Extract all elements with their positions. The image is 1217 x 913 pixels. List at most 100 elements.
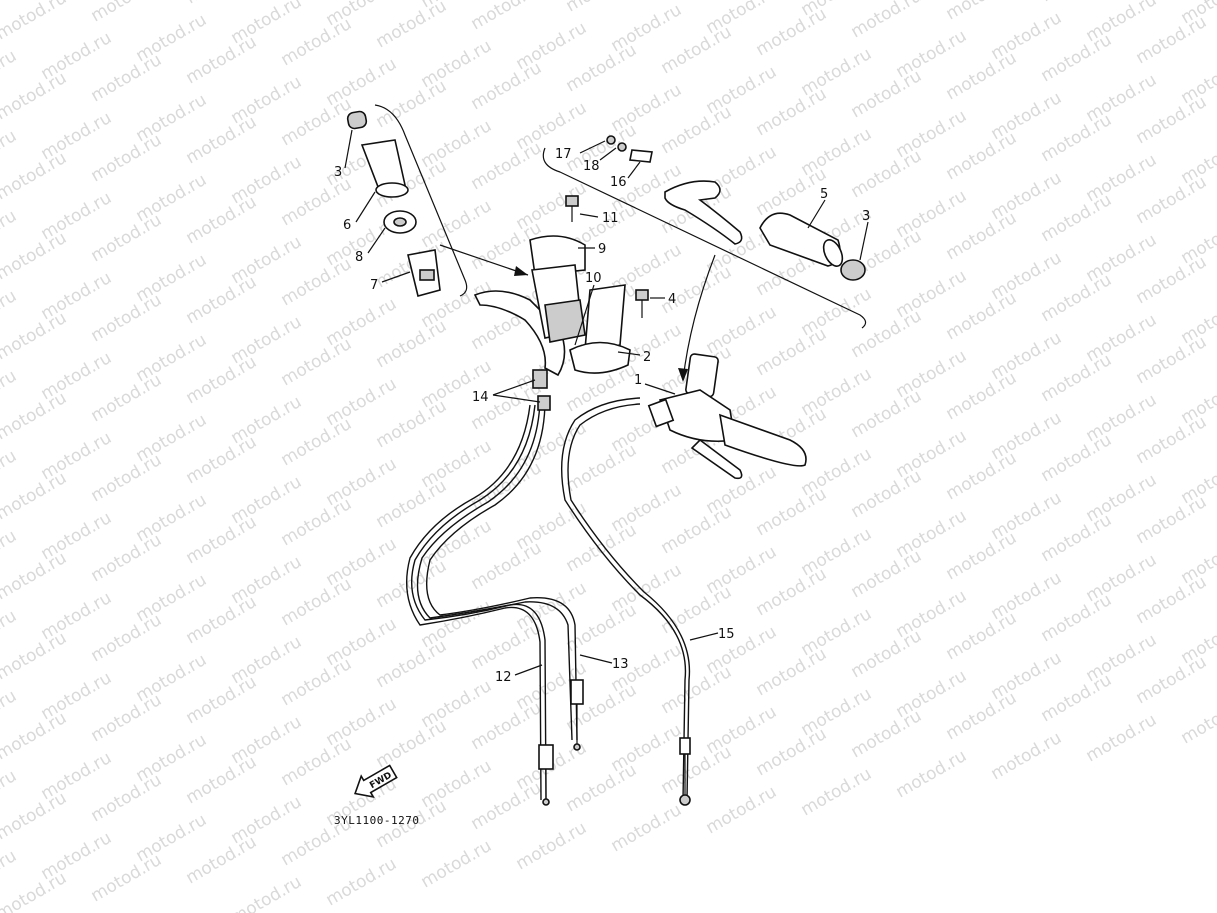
watermark-text: motod.ru	[848, 466, 926, 522]
watermark-text: motod.ru	[373, 316, 451, 372]
watermark-text: motod.ru	[1038, 430, 1116, 486]
bolt-4-part	[635, 289, 649, 318]
watermark-text: motod.ru	[658, 662, 736, 718]
watermark-text: motod.ru	[1133, 172, 1211, 228]
watermark-text: motod.ru	[88, 290, 166, 346]
watermark-text: motod.ru	[183, 352, 261, 408]
watermark-text: motod.ru	[943, 288, 1021, 344]
lever-holder-right-part	[658, 353, 807, 480]
watermark-text: motod.ru	[183, 112, 261, 168]
callout-15: 15	[718, 627, 735, 642]
washer-part	[383, 210, 417, 234]
callout-6: 6	[343, 218, 351, 233]
callout-3-right: 3	[862, 209, 870, 224]
callout-13: 13	[612, 657, 629, 672]
callout-8: 8	[355, 250, 363, 265]
callout-14: 14	[472, 390, 489, 405]
watermark-text: motod.ru	[468, 0, 546, 34]
watermark-text: motod.ru	[1038, 350, 1116, 406]
watermark-text: motod.ru	[658, 742, 736, 798]
watermark-text: motod.ru	[753, 4, 831, 60]
watermark-text: motod.ru	[88, 530, 166, 586]
callout-4: 4	[668, 292, 676, 307]
watermark-text: motod.ru	[0, 388, 70, 444]
watermark-text: motod.ru	[513, 818, 591, 874]
watermark-text: motod.ru	[88, 50, 166, 106]
watermark-text: motod.ru	[753, 724, 831, 780]
watermark-text: motod.ru	[0, 148, 70, 204]
watermark-text: motod.ru	[0, 628, 70, 684]
cable-15-inner	[567, 403, 691, 801]
watermark-text: motod.ru	[753, 324, 831, 380]
arrow-head-right	[678, 368, 688, 382]
watermark-text: motod.ru	[183, 32, 261, 88]
watermark-text: motod.ru	[468, 58, 546, 114]
watermark-text: motod.ru	[893, 746, 971, 802]
watermark-text: motod.ru	[183, 0, 261, 8]
watermark-text: motod.ru	[88, 850, 166, 906]
watermark-text: motod.ru	[1133, 652, 1211, 708]
watermark-text: motod.ru	[943, 368, 1021, 424]
pin-16-part	[629, 149, 653, 163]
watermark-text: motod.ru	[278, 494, 356, 550]
watermark-text: motod.ru	[943, 448, 1021, 504]
watermark-text: motod.ru	[848, 626, 926, 682]
watermark-text: motod.ru	[563, 120, 641, 176]
watermark-text: motod.ru	[563, 520, 641, 576]
watermark-text: motod.ru	[88, 0, 166, 26]
watermark-text: motod.ru	[468, 618, 546, 674]
watermark-text: motod.ru	[1133, 252, 1211, 308]
arrow-head-left	[514, 266, 528, 276]
diagram-code: 3YL1100-1270	[334, 814, 419, 827]
clutch-lever-part	[664, 180, 743, 245]
watermark-text: motod.ru	[703, 782, 781, 838]
pointer-arrow-left	[439, 244, 529, 276]
callout-18: 18	[583, 159, 600, 174]
callout-11: 11	[602, 211, 619, 226]
watermark-text: motod.ru	[848, 66, 926, 122]
watermark-text: motod.ru	[1038, 190, 1116, 246]
screw-11-part	[565, 195, 579, 222]
watermark-text: motod.ru	[848, 706, 926, 762]
nut-18-part	[617, 142, 627, 152]
watermark-text: motod.ru	[608, 800, 686, 856]
watermark-text: motod.ru	[1038, 670, 1116, 726]
watermark-text: motod.ru	[278, 574, 356, 630]
watermark-text: motod.ru	[88, 370, 166, 426]
watermark-text: motod.ru	[0, 0, 70, 44]
watermark-text: motod.ru	[658, 22, 736, 78]
watermark-text: motod.ru	[183, 832, 261, 888]
watermark-text: motod.ru	[0, 468, 70, 524]
watermark-text: motod.ru	[753, 564, 831, 620]
watermark-text: motod.ru	[228, 872, 306, 913]
watermark-text: motod.ru	[0, 548, 70, 604]
watermark-text: motod.ru	[848, 0, 926, 42]
watermark-text: motod.ru	[1133, 332, 1211, 388]
watermark-text: motod.ru	[183, 512, 261, 568]
callout-10: 10	[585, 271, 602, 286]
callout-1: 1	[634, 373, 642, 388]
watermark-text: motod.ru	[1038, 30, 1116, 86]
watermark-text: motod.ru	[798, 764, 876, 820]
watermark-text: motod.ru	[563, 40, 641, 96]
watermark-text: motod.ru	[0, 708, 70, 764]
cable-12-outer	[410, 404, 547, 801]
watermark-text: motod.ru	[1038, 110, 1116, 166]
watermark-text: motod.ru	[183, 672, 261, 728]
left-group-bracket	[374, 104, 468, 297]
watermark-text: motod.ru	[1038, 270, 1116, 326]
callout-17: 17	[555, 147, 572, 162]
clamp-part	[569, 284, 631, 374]
watermark-text: motod.ru	[0, 228, 70, 284]
watermark-text: motod.ru	[943, 0, 1021, 24]
watermark-text: motod.ru	[988, 728, 1066, 784]
cable-13-outer	[426, 399, 578, 741]
pointer-arrow-right	[682, 254, 716, 381]
watermark-text: motod.ru	[753, 84, 831, 140]
watermark-text: motod.ru	[183, 192, 261, 248]
watermark-text: motod.ru	[468, 698, 546, 754]
watermark-text: motod.ru	[1038, 0, 1116, 6]
lever-holder-left-part	[473, 235, 586, 377]
callout-7: 7	[370, 278, 378, 293]
